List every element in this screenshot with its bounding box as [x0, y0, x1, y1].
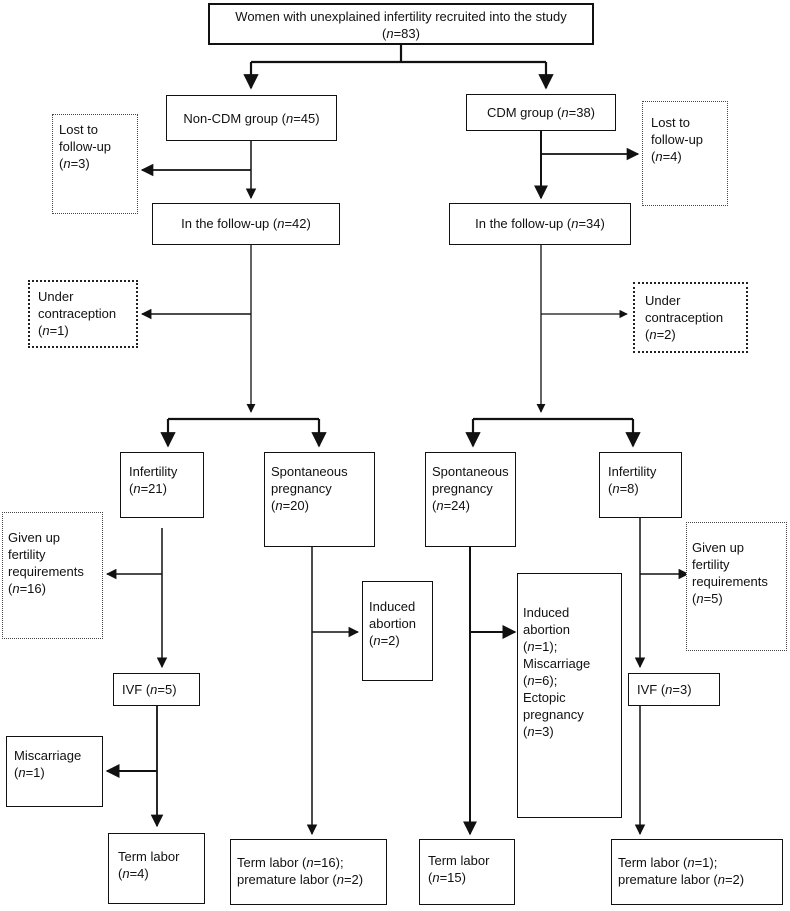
- non-cdm-induced-box: Induced abortion (n=2): [362, 581, 433, 681]
- recruited-box: Women with unexplained infertility recru…: [208, 3, 594, 45]
- non-cdm-ivf-box: IVF (n=5): [113, 673, 200, 706]
- cdm-ivf-box: IVF (n=3): [628, 673, 720, 706]
- cdm-lost-line: Lost to: [651, 115, 691, 130]
- cdm-term-spont-line: Term labor: [428, 853, 490, 868]
- cdm-given-up-line: requirements: [692, 574, 768, 589]
- cdm-group-box: CDM group (n=38): [466, 94, 616, 131]
- cdm-outcomes-line: Induced: [523, 605, 570, 620]
- non-cdm-given-up-line: requirements: [8, 564, 84, 579]
- cdm-given-up-line: fertility: [692, 557, 730, 572]
- cdm-contraception-box: Under contraception (n=2): [633, 282, 748, 353]
- cdm-outcomes-line: Miscarriage: [523, 656, 591, 671]
- cdm-followup-box: In the follow-up (n=34): [449, 203, 631, 245]
- cdm-spontaneous-line: pregnancy: [432, 481, 493, 496]
- non-cdm-term-spont-line: premature labor (n=2): [237, 872, 364, 887]
- cdm-given-up-line: (n=5): [692, 591, 723, 606]
- cdm-outcomes-line: (n=1);: [523, 639, 558, 654]
- cdm-outcomes-box: Induced abortion (n=1); Miscarriage (n=6…: [517, 573, 622, 818]
- non-cdm-spontaneous-line: (n=20): [271, 498, 309, 513]
- non-cdm-group-box: Non-CDM group (n=45): [166, 95, 337, 141]
- cdm-infertility-line: Infertility: [608, 464, 657, 479]
- non-cdm-contraception-line: Under: [38, 289, 74, 304]
- cdm-spontaneous-line: Spontaneous: [432, 464, 509, 479]
- non-cdm-lost-line: (n=3): [59, 156, 90, 171]
- non-cdm-term-ivf-box: Term labor (n=4): [108, 833, 205, 904]
- non-cdm-followup-box: In the follow-up (n=42): [152, 203, 340, 245]
- non-cdm-term-spont-box: Term labor (n=16); premature labor (n=2): [230, 839, 387, 905]
- non-cdm-term-spont-line: Term labor (n=16);: [237, 855, 344, 870]
- non-cdm-miscarriage-line: Miscarriage: [14, 748, 82, 763]
- non-cdm-spontaneous-box: Spontaneous pregnancy (n=20): [264, 452, 375, 547]
- cdm-contraception-line: contraception: [645, 310, 724, 325]
- cdm-lost-line: follow-up: [651, 132, 704, 147]
- cdm-ivf-label: IVF (n=3): [637, 682, 692, 697]
- cdm-given-up-box: Given up fertility requirements (n=5): [686, 522, 787, 651]
- non-cdm-given-up-box: Given up fertility requirements (n=16): [2, 512, 103, 639]
- non-cdm-miscarriage-line: (n=1): [14, 765, 45, 780]
- non-cdm-induced-line: Induced: [369, 599, 416, 614]
- non-cdm-given-up-line: (n=16): [8, 581, 46, 596]
- non-cdm-infertility-line: Infertility: [129, 464, 178, 479]
- non-cdm-term-ivf-line: (n=4): [118, 866, 149, 881]
- cdm-contraception-line: (n=2): [645, 327, 676, 342]
- non-cdm-followup-label: In the follow-up (n=42): [181, 216, 311, 231]
- non-cdm-infertility-line: (n=21): [129, 481, 167, 496]
- cdm-term-spont-line: (n=15): [428, 870, 466, 885]
- non-cdm-lost-box: Lost to follow-up (n=3): [52, 114, 138, 214]
- non-cdm-spontaneous-line: pregnancy: [271, 481, 332, 496]
- non-cdm-group-label: Non-CDM group (n=45): [183, 111, 320, 126]
- cdm-outcomes-line: abortion: [523, 622, 570, 637]
- non-cdm-ivf-label: IVF (n=5): [122, 682, 177, 697]
- recruited-title: Women with unexplained infertility recru…: [235, 9, 567, 24]
- cdm-outcomes-line: (n=3): [523, 724, 554, 739]
- non-cdm-induced-line: (n=2): [369, 633, 400, 648]
- cdm-given-up-line: Given up: [692, 540, 745, 555]
- non-cdm-given-up-line: Given up: [8, 530, 61, 545]
- cdm-outcomes-line: Ectopic: [523, 690, 566, 705]
- cdm-contraception-line: Under: [645, 293, 681, 308]
- non-cdm-spontaneous-line: Spontaneous: [271, 464, 348, 479]
- cdm-term-ivf-line: Term labor (n=1);: [618, 855, 718, 870]
- cdm-spontaneous-line: (n=24): [432, 498, 470, 513]
- cdm-spontaneous-box: Spontaneous pregnancy (n=24): [425, 452, 516, 547]
- non-cdm-contraception-line: contraception: [38, 306, 117, 321]
- cdm-term-spont-box: Term labor (n=15): [419, 839, 515, 905]
- non-cdm-given-up-line: fertility: [8, 547, 46, 562]
- recruited-count: (n=83): [382, 26, 420, 41]
- non-cdm-infertility-box: Infertility (n=21): [120, 452, 204, 518]
- non-cdm-induced-line: abortion: [369, 616, 416, 631]
- cdm-lost-line: (n=4): [651, 149, 682, 164]
- non-cdm-lost-line: follow-up: [59, 139, 112, 154]
- non-cdm-contraception-box: Under contraception (n=1): [28, 280, 138, 348]
- cdm-outcomes-line: pregnancy: [523, 707, 584, 722]
- cdm-followup-label: In the follow-up (n=34): [475, 216, 605, 231]
- non-cdm-term-ivf-line: Term labor: [118, 849, 180, 864]
- cdm-term-ivf-line: premature labor (n=2): [618, 872, 745, 887]
- cdm-lost-box: Lost to follow-up (n=4): [642, 101, 728, 206]
- cdm-infertility-line: (n=8): [608, 481, 639, 496]
- cdm-infertility-box: Infertility (n=8): [599, 452, 682, 518]
- non-cdm-lost-line: Lost to: [59, 122, 99, 137]
- cdm-term-ivf-box: Term labor (n=1); premature labor (n=2): [611, 839, 783, 905]
- non-cdm-miscarriage-box: Miscarriage (n=1): [6, 736, 103, 807]
- cdm-group-label: CDM group (n=38): [486, 105, 596, 120]
- cdm-outcomes-line: (n=6);: [523, 673, 558, 688]
- non-cdm-contraception-line: (n=1): [38, 323, 69, 338]
